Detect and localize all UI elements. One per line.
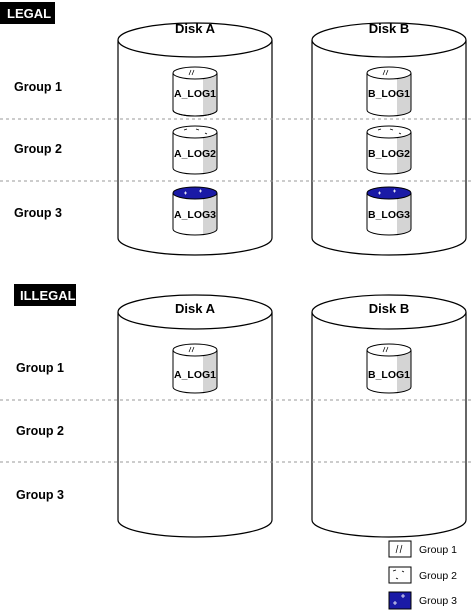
legal-a-log1-label: A_LOG1 bbox=[174, 88, 216, 100]
legal-a-log2: A_LOG2 bbox=[172, 125, 218, 175]
legend-swatch-group-1 bbox=[388, 540, 412, 558]
legal-b-log1: B_LOG1 bbox=[366, 66, 412, 117]
illegal-disk-a: Disk A bbox=[117, 294, 273, 538]
legal-b-log2-label: B_LOG2 bbox=[368, 148, 410, 160]
legend-label-group-3: Group 3 bbox=[419, 595, 457, 607]
illegal-a-log1-label: A_LOG1 bbox=[174, 369, 216, 381]
illegal-disk-b: Disk B bbox=[311, 294, 467, 538]
illegal-group-2-label: Group 2 bbox=[16, 424, 64, 438]
legal-b-log3-label: B_LOG3 bbox=[368, 209, 410, 221]
legal-a-log2-label: A_LOG2 bbox=[174, 148, 216, 160]
legal-section: LEGAL Disk A Disk B Group 1 Group 2 Grou… bbox=[0, 2, 474, 256]
legal-b-log2: B_LOG2 bbox=[366, 125, 412, 175]
legend-swatch-group-2 bbox=[388, 566, 412, 584]
legal-disk-a-title: Disk A bbox=[175, 21, 216, 36]
illegal-b-log1-label: B_LOG1 bbox=[368, 369, 410, 381]
legend-item-group-3: Group 3 bbox=[388, 591, 457, 610]
legal-a-log3-label: A_LOG3 bbox=[174, 209, 216, 221]
legend-swatch-group-3 bbox=[388, 591, 412, 610]
legal-group-2-label: Group 2 bbox=[14, 142, 62, 156]
illegal-disk-a-title: Disk A bbox=[175, 301, 216, 316]
legal-group-3-label: Group 3 bbox=[14, 206, 62, 220]
legal-a-log3: A_LOG3 bbox=[172, 186, 218, 236]
illegal-b-log1: B_LOG1 bbox=[366, 343, 412, 394]
legend-label-group-1: Group 1 bbox=[419, 544, 457, 556]
illegal-disk-b-title: Disk B bbox=[369, 301, 409, 316]
illegal-tag-text: ILLEGAL bbox=[20, 288, 76, 303]
legal-b-log1-label: B_LOG1 bbox=[368, 88, 410, 100]
legal-group-1-label: Group 1 bbox=[14, 80, 62, 94]
legal-disk-b: Disk B bbox=[311, 21, 467, 256]
legal-tag-text: LEGAL bbox=[7, 6, 51, 21]
legend-label-group-2: Group 2 bbox=[419, 570, 457, 582]
legend-item-group-1: Group 1 bbox=[388, 540, 457, 558]
legal-a-log1: A_LOG1 bbox=[172, 66, 218, 117]
legend-item-group-2: Group 2 bbox=[388, 566, 457, 584]
illegal-section: ILLEGAL Disk A Disk B Group 1 Group 2 Gr… bbox=[0, 284, 474, 538]
legal-disk-b-title: Disk B bbox=[369, 21, 409, 36]
illegal-tag: ILLEGAL bbox=[14, 284, 76, 306]
illegal-group-3-label: Group 3 bbox=[16, 488, 64, 502]
illegal-group-1-label: Group 1 bbox=[16, 361, 64, 375]
illegal-a-log1: A_LOG1 bbox=[172, 343, 218, 394]
legal-b-log3: B_LOG3 bbox=[366, 186, 412, 236]
legal-tag: LEGAL bbox=[0, 2, 55, 24]
legend: Group 1 Group 2 Group 3 bbox=[388, 540, 457, 610]
